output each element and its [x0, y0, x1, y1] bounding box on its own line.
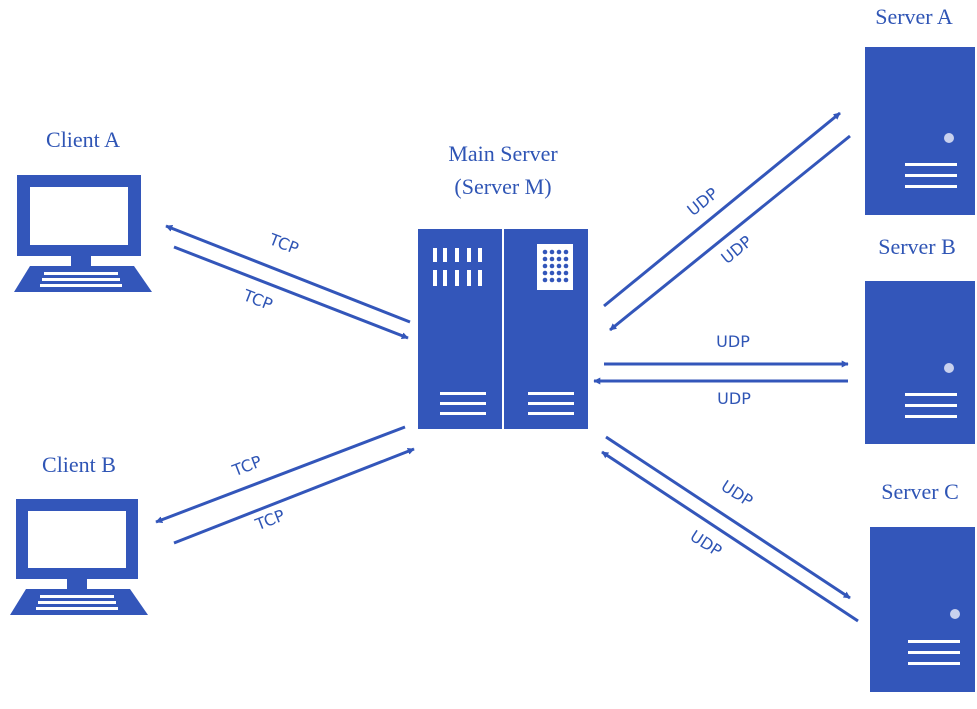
edge-client-a-to-main	[173, 245, 409, 340]
server-b-label: Server B	[878, 234, 956, 259]
server-b-tower-icon	[865, 281, 975, 444]
edge-main-to-client-a	[165, 224, 411, 324]
edge-label-tcp-client-b-upper: TCP	[229, 452, 265, 481]
client-b-label: Client B	[42, 452, 116, 477]
edge-label-udp-server-c-upper: UDP	[718, 476, 757, 510]
client-a-label: Client A	[46, 127, 120, 152]
edge-server-a-to-main	[609, 134, 851, 332]
edge-client-b-to-main	[173, 447, 415, 545]
edge-main-to-server-c	[605, 435, 851, 600]
edge-label-udp-server-b-lower: UDP	[717, 389, 751, 408]
server-c-label: Server C	[881, 479, 959, 504]
edge-server-c-to-main	[601, 450, 859, 623]
main-server-rack-icon	[418, 229, 588, 429]
main-server-label-line2: (Server M)	[454, 174, 551, 199]
server-a-tower-icon	[865, 47, 975, 215]
client-b-laptop-icon	[10, 499, 148, 615]
edge-label-tcp-client-a-lower: TCP	[240, 285, 276, 314]
edge-main-to-client-b	[155, 425, 406, 524]
client-a-laptop-icon	[14, 175, 152, 292]
server-a-label: Server A	[875, 4, 953, 29]
edge-main-to-server-a	[603, 111, 841, 308]
main-server-label-line1: Main Server	[448, 141, 558, 166]
edge-label-udp-server-b-upper: UDP	[716, 332, 750, 351]
server-c-tower-icon	[870, 527, 975, 692]
edge-label-tcp-client-a-upper: TCP	[266, 229, 302, 258]
